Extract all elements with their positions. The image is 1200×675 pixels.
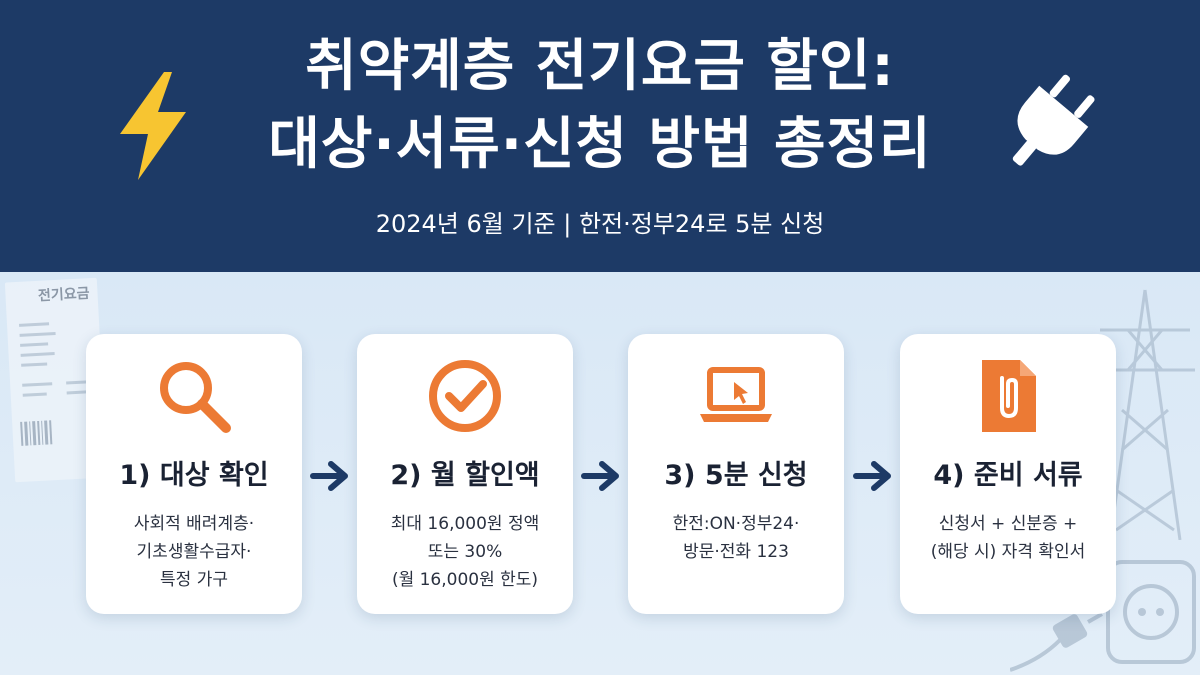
step-desc-line: (월 16,000원 한도)	[391, 570, 539, 590]
step-description: 최대 16,000원 정액 또는 30% (월 16,000원 한도)	[363, 510, 567, 594]
step-card-2: 2) 월 할인액 최대 16,000원 정액 또는 30% (월 16,000원…	[357, 334, 573, 614]
step-desc-line: 사회적 배려계층·	[133, 514, 255, 534]
step-desc-line: 방문·전화 123	[683, 542, 789, 562]
step-description: 사회적 배려계층· 기초생활수급자· 특정 가구	[92, 510, 296, 594]
step-desc-line: 또는 30%	[427, 542, 503, 562]
document-clip-icon	[982, 360, 1036, 432]
step-card-3: 3) 5분 신청 한전:ON·정부24· 방문·전화 123	[628, 334, 844, 614]
step-desc-line: (해당 시) 자격 확인서	[930, 542, 1086, 562]
step-card-1: 1) 대상 확인 사회적 배려계층· 기초생활수급자· 특정 가구	[86, 334, 302, 614]
step-desc-line: 특정 가구	[160, 570, 228, 590]
step-desc-line: 한전:ON·정부24·	[672, 514, 800, 534]
step-title: 4) 준비 서류	[933, 460, 1083, 491]
lightning-bolt-icon	[120, 72, 186, 180]
arrow-right-icon	[581, 461, 619, 491]
header-banner: 취약계층 전기요금 할인: 대상·서류·신청 방법 총정리 2024년 6월 기…	[0, 0, 1200, 272]
page-subtitle: 2024년 6월 기준 | 한전·정부24로 5분 신청	[375, 210, 825, 238]
title-line-1: 취약계층 전기요금 할인:	[305, 34, 895, 99]
step-desc-line: 최대 16,000원 정액	[390, 514, 540, 534]
step-desc-line: 기초생활수급자·	[136, 542, 252, 562]
step-description: 신청서 + 신분증 + (해당 시) 자격 확인서	[906, 510, 1110, 566]
step-desc-line: 신청서 + 신분증 +	[938, 514, 1078, 534]
step-card-4: 4) 준비 서류 신청서 + 신분증 + (해당 시) 자격 확인서	[900, 334, 1116, 614]
title-line-2: 대상·서류·신청 방법 총정리	[268, 112, 932, 177]
step-title: 2) 월 할인액	[390, 460, 540, 491]
page-title: 취약계층 전기요금 할인: 대상·서류·신청 방법 총정리	[0, 28, 1200, 184]
step-title: 3) 5분 신청	[664, 460, 808, 491]
step-description: 한전:ON·정부24· 방문·전화 123	[634, 510, 838, 566]
wall-socket-icon	[1106, 560, 1196, 664]
receipt-title: 전기요금	[37, 285, 90, 305]
check-circle-icon	[429, 360, 501, 432]
arrow-right-icon	[853, 461, 891, 491]
receipt-illustration	[4, 277, 108, 483]
electric-plug-icon	[1012, 74, 1095, 166]
laptop-icon	[700, 367, 772, 422]
magnifier-icon	[160, 362, 231, 433]
arrow-right-icon	[310, 461, 348, 491]
step-title: 1) 대상 확인	[119, 460, 269, 491]
